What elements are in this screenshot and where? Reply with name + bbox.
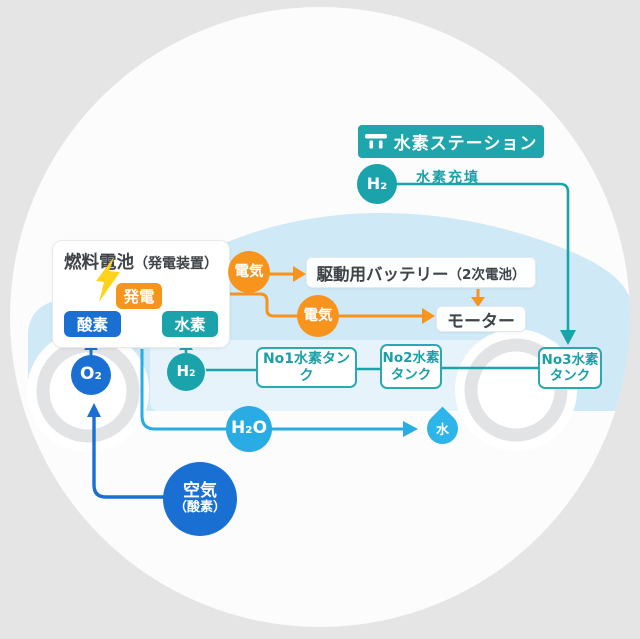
drive-battery-sublabel: （2次電池） [448,266,526,283]
hydrogen-tank-2: No2水素 タンク [380,344,442,389]
air-label: 空気 [183,480,217,501]
hydrogen-station-label: 水素ステーション [393,134,538,154]
refuel-arrowhead [560,330,576,345]
electricity-node-battery: 電気 [228,251,270,293]
tank2-line1: No2水素 [382,350,440,367]
air-node: 空気 （酸素） [163,462,237,536]
hydrogen-tank-1: No1水素タンク [256,347,357,388]
battery-to-motor-arrowhead [471,297,485,307]
electric-motor-arrowhead [422,308,435,324]
fuel-cell-title: 燃料電池（発電装置） [64,249,218,274]
fuel-cell-title-sub: （発電装置） [134,256,218,272]
hydrogen-chip: 水素 [162,311,218,337]
drive-battery-box: 駆動用バッテリー （2次電池） [306,257,536,288]
tank3-line2: タンク [549,368,591,384]
fuel-dispenser-icon [364,134,387,149]
h2o-node: H₂O [226,406,272,452]
oxygen-chip: 酸素 [64,311,121,337]
o2-node: O₂ [71,355,111,395]
electric-battery-arrowhead [293,266,306,282]
tank2-line2: タンク [390,366,432,383]
motor-box: モーター [436,306,526,332]
power-generation-chip: 発電 [116,283,162,309]
hydrogen-station-header: 水素ステーション [358,125,544,158]
air-line [92,417,164,499]
h2o-arrowhead [403,421,418,437]
air-sublabel: （酸素） [173,500,226,516]
lightning-bolt-icon [96,257,120,302]
water-label: 水 [435,422,450,438]
air-arrowhead [87,403,101,417]
drive-battery-label: 駆動用バッテリー [316,264,449,284]
refuel-line [396,182,570,331]
h2-supply-node: H₂ [167,353,205,391]
refuel-label: 水素充填 [416,170,480,186]
electric-line-motor [162,292,422,318]
tank3-line1: No3水素 [541,351,599,368]
electricity-node-motor: 電気 [297,295,339,337]
hydrogen-tank-3: No3水素 タンク [538,347,602,389]
h2o-line [140,349,403,431]
station-h2-node: H₂ [357,164,397,204]
fuel-cell-title-main: 燃料電池 [64,253,134,273]
